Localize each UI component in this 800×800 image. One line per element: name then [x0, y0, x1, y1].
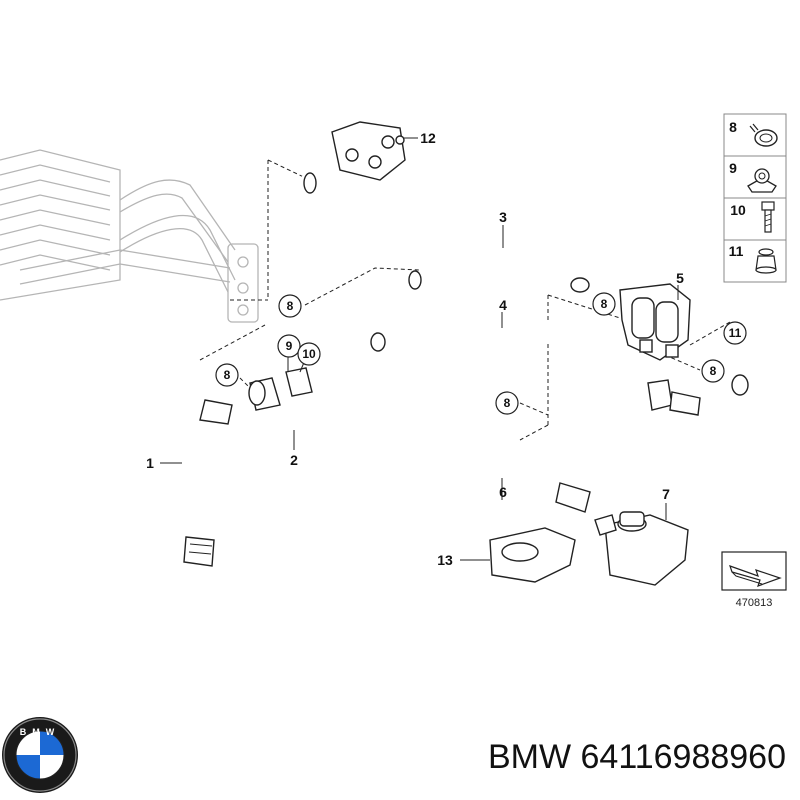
callout-4: 4 [499, 297, 507, 313]
reference-number: 470813 [736, 597, 773, 609]
hose-4 [405, 270, 770, 430]
callout-1: 1 [146, 455, 154, 471]
hose-6 [344, 325, 600, 520]
callout-5: 5 [676, 270, 684, 286]
circled-callout-8-b: 8 [215, 363, 239, 387]
leader-lines [160, 137, 679, 561]
part-number: 64116988960 [580, 738, 786, 776]
grommet-icon [755, 248, 777, 274]
hose-1 [171, 399, 233, 567]
circled-callout-11: 11 [723, 321, 747, 345]
svg-text:8: 8 [224, 368, 231, 382]
circled-callout-9: 9 [277, 334, 301, 358]
bracket-12 [331, 121, 406, 181]
logo-letters: BMW [20, 727, 61, 737]
svg-text:8: 8 [287, 299, 294, 313]
bmw-logo: BMW [2, 717, 78, 793]
brand-part-number: BMW 64116988960 [488, 738, 786, 777]
callout-12: 12 [420, 130, 436, 146]
circled-callout-8-c: 8 [495, 391, 519, 415]
circled-callout-10: 10 [297, 342, 321, 366]
callout-3: 3 [499, 209, 507, 225]
svg-text:9: 9 [286, 339, 293, 353]
circled-callouts: 8 8 9 10 8 8 8 11 [215, 292, 747, 415]
legend-num-11: 11 [729, 243, 744, 259]
heater-core-ghost [0, 149, 259, 323]
parts-legend: 8 9 10 11 [723, 113, 787, 283]
hose-3 [299, 169, 591, 296]
bracket-13 [489, 527, 576, 583]
callout-13: 13 [437, 552, 453, 568]
svg-text:8: 8 [601, 297, 608, 311]
svg-text:11: 11 [729, 326, 742, 340]
legend-num-8: 8 [729, 119, 737, 135]
hose-clamp-icon [749, 123, 778, 147]
callout-labels: 1 2 3 4 5 6 7 12 13 [146, 130, 684, 568]
cable-clip-icon [747, 168, 777, 193]
svg-text:8: 8 [710, 364, 717, 378]
pump-7 [594, 511, 689, 586]
reference-box: 470813 [721, 551, 787, 609]
clamp-part [248, 380, 266, 406]
callout-6: 6 [499, 484, 507, 500]
circled-callout-8-a: 8 [278, 294, 302, 318]
callout-7: 7 [662, 486, 670, 502]
callout-2: 2 [290, 452, 298, 468]
svg-text:10: 10 [302, 347, 316, 361]
circled-callout-8-e: 8 [701, 359, 725, 383]
valve-5 [619, 283, 691, 361]
circled-callout-8-d: 8 [592, 292, 616, 316]
legend-num-10: 10 [730, 202, 746, 218]
svg-text:8: 8 [504, 396, 511, 410]
legend-num-9: 9 [729, 160, 737, 176]
bolt-icon [761, 201, 775, 233]
dashed-reference-lines [199, 159, 731, 441]
direction-arrow-icon [729, 565, 782, 587]
brand-name: BMW [487, 738, 572, 776]
